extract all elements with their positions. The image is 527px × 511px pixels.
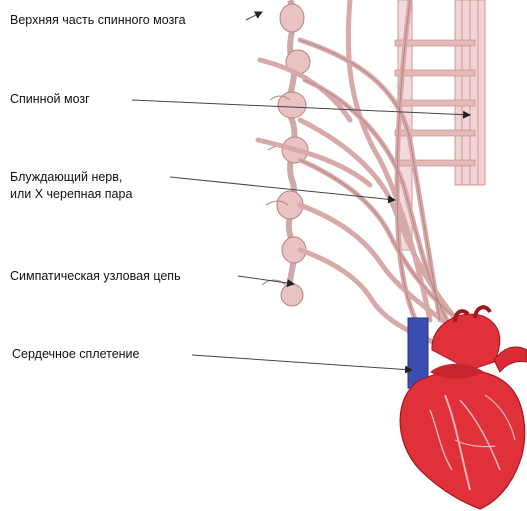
label-upper-spinal-cord-line-1: Верхняя часть спинного мозга — [10, 12, 186, 28]
label-vagus-nerve: Блуждающий нерв, или X черепная пара — [10, 169, 132, 203]
leader-line-cardiac-plexus — [192, 355, 412, 370]
leader-line-upper-spinal-cord — [246, 12, 262, 20]
label-sympathetic-chain: Симпатическая узловая цепь — [10, 268, 181, 284]
label-cardiac-plexus: Сердечное сплетение — [12, 346, 140, 362]
nerve-fiber-outlines — [300, 0, 478, 335]
label-spinal-cord: Спинной мозг — [10, 91, 90, 107]
label-upper-spinal-cord: Верхняя часть спинного мозга — [10, 12, 186, 28]
label-cardiac-plexus-line-1: Сердечное сплетение — [12, 346, 140, 362]
label-sympathetic-chain-line-1: Симпатическая узловая цепь — [10, 268, 181, 284]
heart — [400, 307, 527, 509]
label-vagus-nerve-line-2: или X черепная пара — [10, 186, 132, 203]
label-vagus-nerve-line-1: Блуждающий нерв, — [10, 169, 132, 186]
label-spinal-cord-line-1: Спинной мозг — [10, 91, 90, 107]
